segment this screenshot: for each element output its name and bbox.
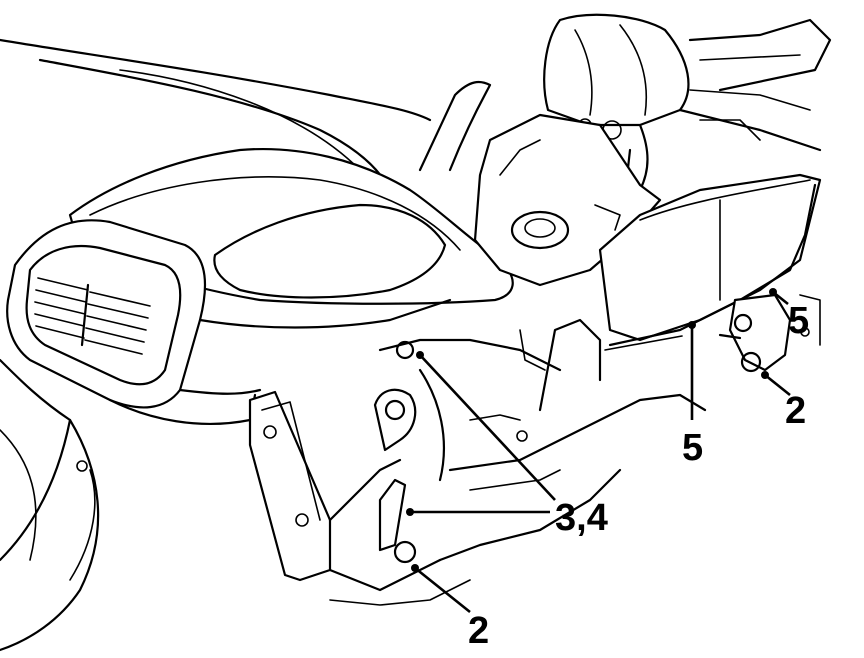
- callout-2-bottom: 2: [468, 610, 489, 652]
- callout-2-right: 2: [785, 390, 806, 432]
- seat-outline: [0, 38, 432, 652]
- rear-air-vent: [34, 277, 151, 355]
- callout-5-mid: 5: [682, 427, 703, 469]
- shift-boot: [543, 13, 690, 197]
- rear-bracket: [718, 293, 821, 373]
- tray-frame: [678, 18, 832, 152]
- right-side-panel: [598, 173, 822, 351]
- callout-3-4: 3,4: [555, 497, 608, 539]
- lower-mechanism: [329, 318, 707, 606]
- callout-5-right: 5: [788, 300, 809, 342]
- console-body: [6, 219, 452, 425]
- side-bracket: [248, 390, 442, 592]
- armrest-lid: [68, 147, 514, 305]
- leader-lines: [406, 288, 791, 614]
